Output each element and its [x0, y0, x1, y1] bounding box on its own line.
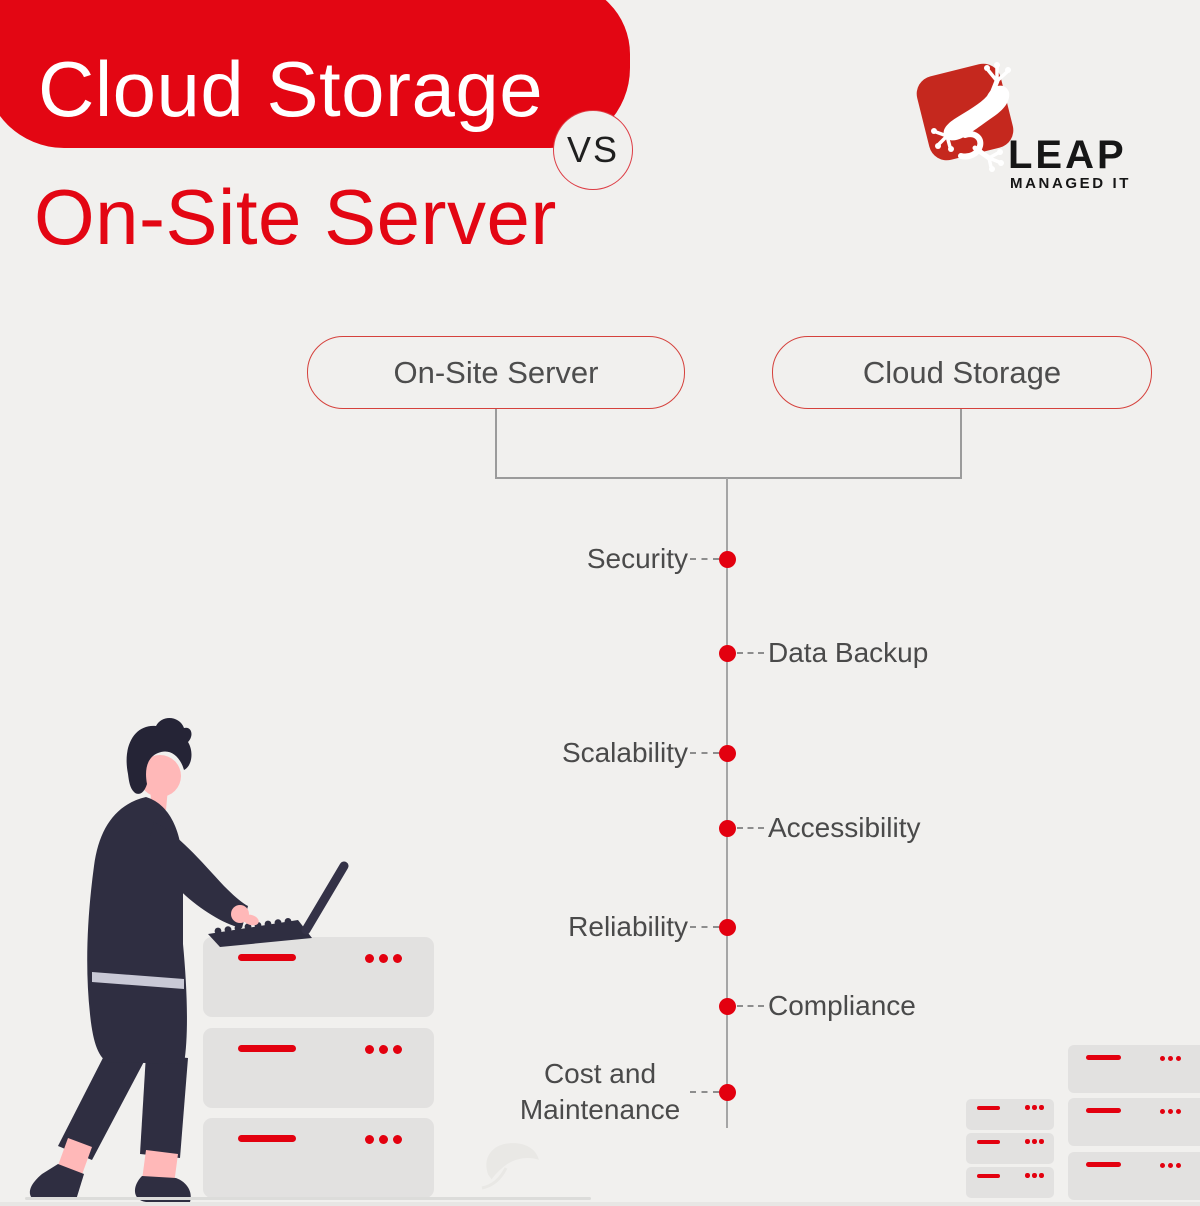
dashed-connector	[690, 558, 719, 560]
server-led-bar	[238, 1045, 296, 1052]
server-dot	[379, 1044, 388, 1054]
dashed-connector	[737, 827, 764, 829]
server-dot	[1039, 1105, 1044, 1110]
frog-icon	[916, 62, 1014, 172]
server-dot	[1168, 1162, 1173, 1168]
timeline-item-label: Cost and Maintenance	[519, 1058, 681, 1125]
server-unit	[1068, 1098, 1200, 1146]
timeline-dot	[719, 744, 736, 762]
timeline-item-label: Data Backup	[768, 637, 929, 668]
timeline-dot	[719, 644, 736, 662]
server-dot	[365, 1134, 374, 1144]
person-at-laptop-illustration	[29, 717, 349, 1202]
dashed-connector	[690, 926, 719, 928]
server-dot	[1160, 1108, 1165, 1114]
timeline-dot	[719, 918, 736, 936]
title-line-1: Cloud Storage	[38, 45, 544, 133]
server-dot	[1025, 1139, 1030, 1144]
option-pill-cloud-storage: Cloud Storage	[772, 336, 1152, 409]
server-dot	[1032, 1173, 1037, 1178]
vs-badge-label: VS	[566, 129, 620, 170]
title-background-blob	[0, 0, 630, 148]
brand-logo: LEAP MANAGED IT	[905, 48, 1165, 191]
server-dot	[1168, 1108, 1173, 1114]
server-dot	[1160, 1055, 1165, 1061]
page-bottom-edge	[0, 1202, 1200, 1206]
brand-name: LEAP	[1008, 133, 1127, 177]
server-dot	[379, 953, 388, 963]
server-dot	[1032, 1105, 1037, 1110]
server-led-bar	[977, 1174, 1000, 1178]
server-dot	[1039, 1173, 1044, 1178]
timeline-item-label: Security	[586, 543, 688, 574]
connector-line-left	[495, 409, 497, 478]
server-led-bar	[238, 1135, 296, 1142]
dashed-connector	[690, 752, 719, 754]
server-unit	[966, 1099, 1054, 1130]
server-led-bar	[1086, 1162, 1121, 1167]
server-dot	[1032, 1139, 1037, 1144]
server-led-bar	[238, 954, 296, 961]
brand-tagline: MANAGED IT	[1010, 175, 1131, 192]
timeline-item-label: Compliance	[768, 990, 916, 1021]
timeline-spine	[726, 478, 728, 1128]
server-unit	[1068, 1152, 1200, 1200]
server-unit	[203, 937, 434, 1017]
ground-line	[25, 1197, 591, 1200]
server-unit	[1068, 1045, 1200, 1093]
server-dot	[1039, 1139, 1044, 1144]
server-unit	[966, 1133, 1054, 1164]
option-pill-cloud-label: Cloud Storage	[862, 354, 1062, 390]
server-dot	[1025, 1105, 1030, 1110]
server-dot	[1176, 1108, 1181, 1114]
server-unit	[966, 1167, 1054, 1198]
timeline-item-accessibility: Accessibility	[0, 810, 1200, 846]
dashed-connector	[737, 652, 764, 654]
server-dot	[365, 953, 374, 963]
leaf-icon	[481, 1143, 539, 1190]
connector-line-right	[960, 409, 962, 478]
option-pill-onsite-server: On-Site Server	[307, 336, 685, 409]
timeline-item-compliance: Compliance	[0, 988, 1200, 1024]
title-line-2: On-Site Server	[34, 173, 557, 261]
server-unit	[203, 1028, 434, 1108]
server-dot	[393, 1044, 402, 1054]
server-led-bar	[977, 1140, 1000, 1144]
timeline-item-reliability: Reliability	[0, 909, 1200, 945]
option-pill-onsite-label: On-Site Server	[393, 354, 599, 390]
timeline-dot	[719, 819, 736, 837]
server-dot	[1160, 1162, 1165, 1168]
server-led-bar	[1086, 1055, 1121, 1060]
server-led-bar	[1086, 1108, 1121, 1113]
server-dot	[379, 1134, 388, 1144]
server-dot	[1025, 1173, 1030, 1178]
connector-line-horizontal	[495, 477, 962, 479]
timeline-item-cost-and-maintenance: Cost and Maintenance	[0, 1056, 1200, 1128]
vs-badge: VS	[553, 110, 633, 190]
server-dot	[1176, 1055, 1181, 1061]
dashed-connector	[737, 1005, 764, 1007]
timeline-item-label: Accessibility	[768, 812, 921, 843]
timeline-dot	[719, 997, 736, 1015]
timeline-item-label: Scalability	[561, 737, 688, 768]
timeline-item-data-backup: Data Backup	[0, 635, 1200, 671]
timeline-dot	[719, 1083, 736, 1101]
timeline-item-label: Reliability	[568, 911, 688, 942]
server-dot	[1168, 1055, 1173, 1061]
server-dot	[365, 1044, 374, 1054]
server-dot	[1176, 1162, 1181, 1168]
server-unit	[203, 1118, 434, 1198]
timeline-dot	[719, 550, 736, 568]
dashed-connector	[690, 1091, 719, 1093]
server-led-bar	[977, 1106, 1000, 1110]
server-dot	[393, 1134, 402, 1144]
timeline-item-scalability: Scalability	[0, 735, 1200, 771]
timeline-item-security: Security	[0, 541, 1200, 577]
server-dot	[393, 953, 402, 963]
